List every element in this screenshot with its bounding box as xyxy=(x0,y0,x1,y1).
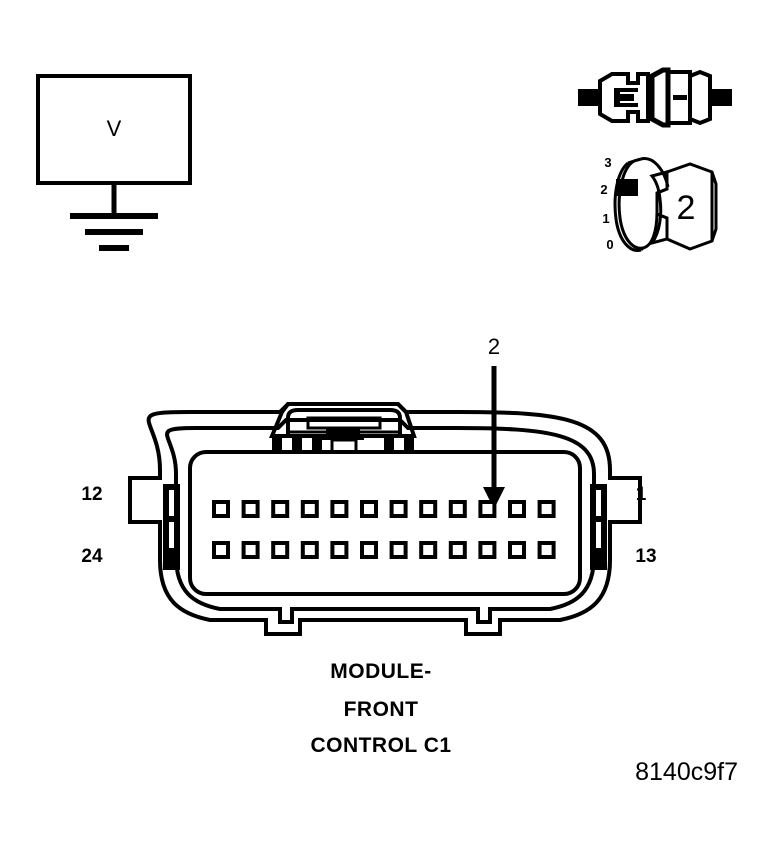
pin-cavity xyxy=(330,500,349,518)
cavity-scale-label-1: 1 xyxy=(602,211,609,226)
pin-cavity xyxy=(212,500,230,518)
connector-slot-detail xyxy=(673,95,687,100)
pin-cavity xyxy=(389,541,408,559)
latch-keeper-bar xyxy=(322,436,364,440)
connector-male-housing xyxy=(598,72,650,123)
latch-finger-3 xyxy=(312,436,322,452)
pin-cavity xyxy=(448,500,467,518)
pin-cavity xyxy=(360,500,378,518)
pin-label-bottom-right: 13 xyxy=(635,546,656,567)
caption-line-3: CONTROL C1 xyxy=(310,734,451,757)
connector-female-body xyxy=(666,70,692,125)
pin-cavity xyxy=(300,500,319,518)
caption-line-1: MODULE- xyxy=(330,660,432,683)
caption-line-2: FRONT xyxy=(344,698,419,721)
pin-cavity xyxy=(300,541,319,559)
pin-label-top-right: 1 xyxy=(636,484,647,505)
latch-body xyxy=(286,408,402,438)
module-front-control-c1-connector xyxy=(128,402,642,636)
cavity-selected-marker xyxy=(616,179,638,196)
right-lock-slot-1 xyxy=(596,490,601,516)
pin-cavity xyxy=(478,500,497,518)
callout-arrow-group: 2 xyxy=(483,334,505,509)
cavity-scale-label-0: 0 xyxy=(606,237,613,252)
pin-cavity xyxy=(330,541,349,559)
connector-cavity-block xyxy=(188,450,582,596)
connector-tongue-detail xyxy=(614,88,638,107)
pin-cavity xyxy=(360,541,378,559)
pin-cavity xyxy=(478,541,497,559)
pin-cavity-highlighted xyxy=(508,500,526,518)
pin-cavity xyxy=(419,541,438,559)
pin-cavity xyxy=(419,500,438,518)
latch-finger-1 xyxy=(272,436,282,452)
cavity-barrel-outer-arc xyxy=(613,161,642,252)
latch-finger-5 xyxy=(404,436,414,452)
callout-arrow-label: 2 xyxy=(488,334,500,359)
latch-finger-2 xyxy=(292,436,302,452)
cavity-scale-label-2: 2 xyxy=(600,182,607,197)
connector-right-wire xyxy=(710,89,732,106)
left-lock-slot-1 xyxy=(169,490,174,516)
connector-left-wire xyxy=(578,89,600,106)
pin-grid xyxy=(212,500,556,559)
connector-female-cap xyxy=(688,69,712,126)
cavity-barrel-link-top xyxy=(633,157,642,163)
cavity-barrel-left-arc xyxy=(617,159,659,250)
reference-code: 8140c9f7 xyxy=(635,758,738,786)
cavity-barrel-link-bot xyxy=(639,246,645,252)
cavity-key-indicator: 3 2 1 0 2 xyxy=(600,155,718,252)
pin-cavity xyxy=(271,500,290,518)
right-lock-slot-2 xyxy=(596,522,601,548)
pin-cavity xyxy=(508,541,526,559)
left-lock-slot-2 xyxy=(169,522,174,548)
pin-cavity xyxy=(389,500,408,518)
ground-icon xyxy=(70,213,158,251)
pin-cavity xyxy=(537,541,556,559)
connector-outer-shell xyxy=(128,402,642,636)
voltmeter-group: V xyxy=(36,74,192,251)
cavity-key-number: 2 xyxy=(677,189,696,227)
connector-top-latch xyxy=(269,402,417,454)
pin-cavity xyxy=(271,541,290,559)
pin-label-bottom-left: 24 xyxy=(81,546,103,567)
cavity-scale-label-3: 3 xyxy=(604,155,611,170)
connector-inner-shell xyxy=(165,418,598,624)
pin-cavity xyxy=(212,541,230,559)
latch-window xyxy=(306,416,382,430)
pin-cavity xyxy=(537,500,556,518)
voltmeter-symbol-label: V xyxy=(107,116,122,141)
latch-finger-4 xyxy=(384,436,394,452)
pin-label-top-left: 12 xyxy=(81,484,102,505)
callout-arrow-head xyxy=(483,487,505,509)
pin-cavity xyxy=(448,541,467,559)
inline-connector-icon xyxy=(578,67,732,128)
cavity-barrel-link-top2 xyxy=(627,159,635,165)
connector-right-lock-bar xyxy=(590,484,607,570)
latch-keeper-top xyxy=(326,428,360,436)
connector-left-lock-bar xyxy=(163,484,180,570)
connector-collar xyxy=(649,67,671,128)
pin-cavity xyxy=(241,500,260,518)
pin-cavity xyxy=(241,541,260,559)
